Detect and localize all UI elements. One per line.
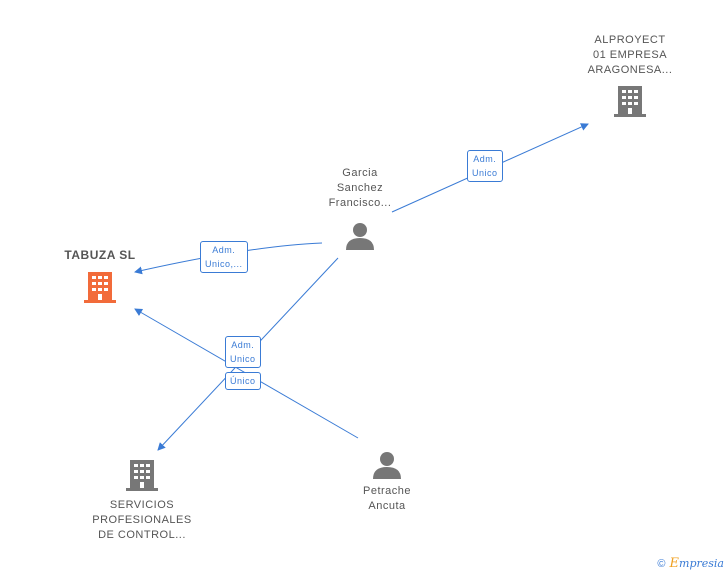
relation-line: Adm. [212,245,236,255]
person-icon [305,221,415,251]
relation-line: Adm. [231,340,255,350]
person-name-line: Francisco... [328,197,392,209]
building-icon [82,458,202,492]
brand-rest: mpresia [679,557,724,570]
company-name-line: DE CONTROL... [98,529,186,541]
company-name-line: 01 EMPRESA [592,49,668,61]
building-icon [55,270,145,304]
relation-label-garcia-alproyect: Adm. Unico [467,150,503,182]
relation-line: Unico,... [205,259,243,269]
empresia-logo: ©Empresia [657,556,724,571]
company-name: TABUZA SL [64,248,136,262]
person-name-line: Sanchez [336,182,384,194]
node-tabuza[interactable]: TABUZA SL [55,248,145,304]
person-icon [337,450,437,480]
person-name-line: Petrache [362,485,412,497]
brand-initial: E [669,556,680,571]
copyright-symbol: © [657,558,666,570]
relation-label-petrache-servicios: Único [225,372,261,390]
node-servicios[interactable]: SERVICIOS PROFESIONALES DE CONTROL... [82,458,202,543]
relation-line: Adm. [473,154,497,164]
relation-line: Único [230,376,256,386]
node-alproyect[interactable]: ALPROYECT 01 EMPRESA ARAGONESA... [570,33,690,118]
person-name-line: Garcia [342,167,378,179]
building-icon [570,84,690,118]
person-name-line: Ancuta [368,500,406,512]
node-garcia[interactable]: Garcia Sanchez Francisco... [305,166,415,251]
company-name-line: ARAGONESA... [587,64,673,76]
company-name-line: PROFESIONALES [92,514,192,526]
relation-line: Unico [230,354,256,364]
relation-line: Unico [472,168,498,178]
relation-label-garcia-tabuza: Adm. Unico,... [200,241,248,273]
relation-label-petrache-tabuza: Adm. Unico [225,336,261,368]
company-name-line: ALPROYECT [594,34,666,46]
node-petrache[interactable]: Petrache Ancuta [337,450,437,514]
company-name-line: SERVICIOS [109,499,175,511]
